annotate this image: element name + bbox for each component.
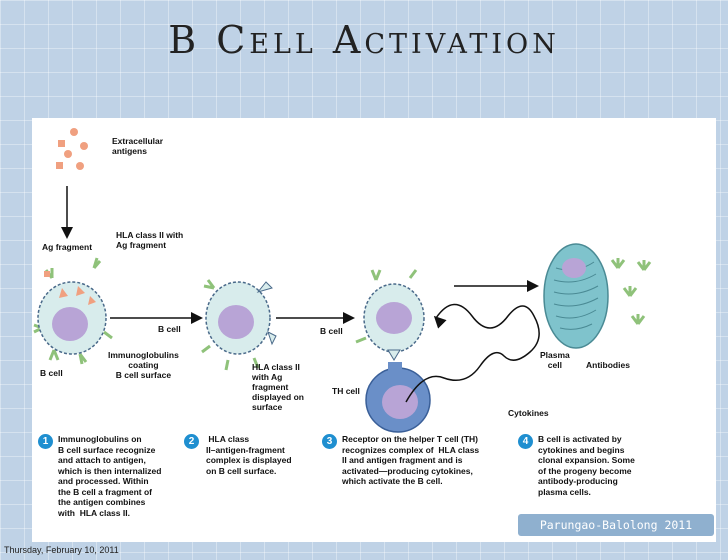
label-extracellular-antigens: Extracellular antigens — [112, 136, 164, 156]
step-2-badge: 2 — [184, 434, 199, 449]
slide-title: B Cell Activation — [168, 18, 560, 62]
step-1-badge: 1 — [38, 434, 53, 449]
label-hla-displayed: HLA class II with Ag fragment displayed … — [252, 362, 304, 412]
label-b-cell-1: B cell — [40, 368, 63, 378]
label-cytokines: Cytokines — [508, 408, 549, 418]
plasma-cell — [543, 243, 609, 349]
label-hla-class-ii-ag: HLA class II with Ag fragment — [116, 230, 184, 250]
step-3-badge: 3 — [322, 434, 337, 449]
label-plasma-cell: Plasma cell — [540, 350, 570, 370]
b-cell-step1 — [33, 257, 113, 365]
label-antibodies: Antibodies — [586, 360, 630, 370]
step-4-badge: 4 — [518, 434, 533, 449]
label-b-cell-3: B cell — [320, 326, 343, 336]
credit-badge: Parungao-Balolong 2011 — [518, 514, 714, 536]
label-th-cell: TH cell — [332, 386, 360, 396]
label-immunoglobulins: Immunoglobulins coating B cell surface — [108, 350, 179, 380]
b-cell-step3 — [355, 269, 425, 361]
antibodies — [610, 258, 652, 325]
diagram-panel: Extracellular antigens Ag fragment HLA c… — [32, 118, 716, 542]
b-cell-step2 — [201, 279, 277, 371]
diagram-illustration — [33, 128, 652, 433]
th-cell — [365, 362, 431, 433]
cytokine-signal — [405, 303, 540, 403]
step-2-text: HLA class II–antigen-fragment complex is… — [206, 434, 292, 476]
footer-date: Thursday, February 10, 2011 — [4, 545, 119, 555]
label-b-cell-2: B cell — [158, 324, 181, 334]
step-4-text: B cell is activated by cytokines and beg… — [538, 434, 635, 497]
extracellular-antigens — [56, 128, 88, 170]
label-ag-fragment: Ag fragment — [42, 242, 93, 252]
step-3-text: Receptor on the helper T cell (TH) recog… — [342, 434, 480, 486]
step-1-text: Immunoglobulins on B cell surface recogn… — [58, 434, 162, 518]
